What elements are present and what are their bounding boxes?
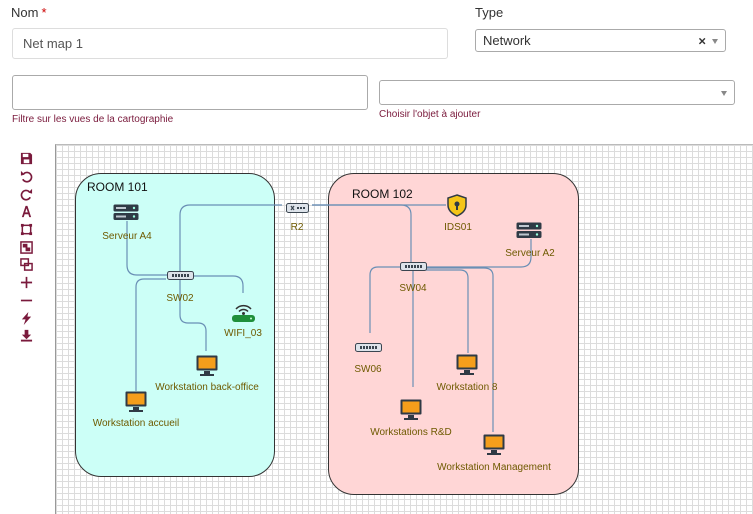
redo-icon[interactable] — [17, 185, 35, 203]
map-canvas[interactable]: ROOM 101 ROOM 102 Serveur A4 SW02 WIFI_ — [55, 144, 753, 514]
wifi-icon[interactable] — [231, 301, 256, 323]
clear-icon[interactable]: × — [698, 33, 706, 48]
node-label-serveur-a4: Serveur A4 — [102, 231, 152, 242]
node-label-ids01: IDS01 — [444, 222, 472, 233]
router-icon[interactable] — [286, 203, 309, 213]
bolt-icon[interactable] — [17, 309, 35, 327]
room-102-title: ROOM 102 — [352, 187, 413, 201]
workstation-icon[interactable] — [196, 355, 218, 377]
undo-icon[interactable] — [17, 168, 35, 186]
minus-icon[interactable] — [17, 292, 35, 310]
node-label-ws-8: Workstation 8 — [436, 382, 498, 393]
server-icon[interactable] — [516, 222, 542, 239]
node-label-sw06: SW06 — [354, 364, 382, 375]
server-icon[interactable] — [113, 204, 139, 221]
node-label-serveur-a2: Serveur A2 — [505, 248, 555, 259]
download-icon[interactable] — [17, 327, 35, 345]
name-label: Nom* — [11, 5, 47, 20]
workstation-icon[interactable] — [483, 434, 505, 456]
type-label: Type — [475, 5, 504, 20]
select-icon[interactable] — [17, 221, 35, 239]
links-layer — [126, 204, 532, 432]
workstation-icon[interactable] — [125, 391, 147, 413]
room-101[interactable] — [75, 173, 275, 477]
shield-lock-icon[interactable] — [447, 194, 467, 217]
name-input[interactable]: Net map 1 — [12, 28, 448, 59]
workstation-icon[interactable] — [400, 399, 422, 421]
text-icon[interactable] — [17, 203, 35, 221]
node-label-wifi-03: WIFI_03 — [224, 328, 262, 339]
node-label-ws-rd: Workstations R&D — [370, 427, 452, 438]
add-object-help-text: Choisir l'objet à ajouter — [379, 109, 481, 120]
type-select[interactable]: Network × — [475, 29, 726, 52]
save-icon[interactable] — [17, 150, 35, 168]
filter-help-text: Filtre sur les vues de la cartographie — [12, 114, 174, 125]
node-label-ws-mgmt: Workstation Management — [437, 462, 551, 473]
filter-views-select[interactable] — [12, 75, 368, 110]
switch-icon[interactable] — [400, 262, 427, 271]
switch-icon[interactable] — [355, 343, 382, 352]
plus-icon[interactable] — [17, 274, 35, 292]
room-101-title: ROOM 101 — [87, 180, 148, 194]
node-label-sw04: SW04 — [399, 283, 427, 294]
chevron-down-icon — [721, 90, 727, 96]
editor-toolbar — [17, 150, 35, 345]
ungroup-icon[interactable] — [17, 256, 35, 274]
add-object-select[interactable] — [379, 80, 735, 105]
switch-icon[interactable] — [167, 271, 194, 280]
node-label-ws-backoffice: Workstation back-office — [155, 382, 259, 393]
chevron-down-icon — [712, 38, 718, 44]
node-label-ws-accueil: Workstation accueil — [92, 418, 180, 429]
workstation-icon[interactable] — [456, 354, 478, 376]
group-icon[interactable] — [17, 238, 35, 256]
node-label-sw02: SW02 — [166, 293, 194, 304]
node-label-r2: R2 — [290, 222, 304, 233]
